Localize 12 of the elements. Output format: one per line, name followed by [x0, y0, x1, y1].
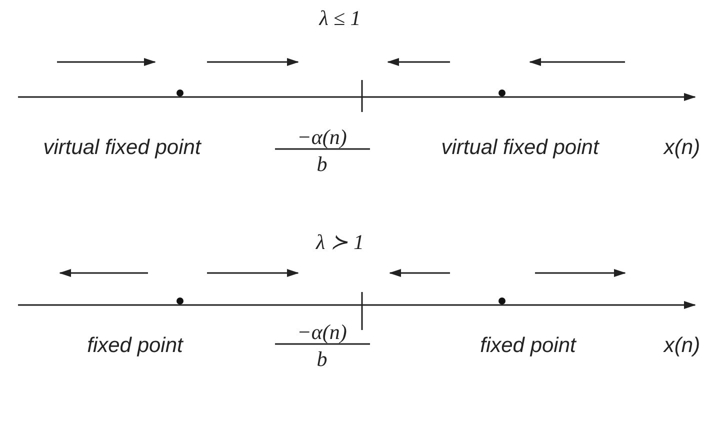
- fraction-numerator: −α(n): [297, 125, 347, 149]
- point-label: virtual fixed point: [441, 136, 599, 160]
- parameter-condition: λ ≻ 1: [316, 230, 364, 254]
- point-label: fixed point: [480, 334, 576, 358]
- point-label: virtual fixed point: [43, 136, 201, 160]
- point-label: fixed point: [87, 334, 183, 358]
- fraction-numerator: −α(n): [297, 320, 347, 344]
- fraction-denominator: b: [316, 347, 328, 371]
- axis-label: x(n): [664, 334, 700, 358]
- fraction-denominator: b: [316, 152, 328, 176]
- axis-label: x(n): [664, 136, 700, 160]
- parameter-condition: λ ≤ 1: [319, 6, 361, 30]
